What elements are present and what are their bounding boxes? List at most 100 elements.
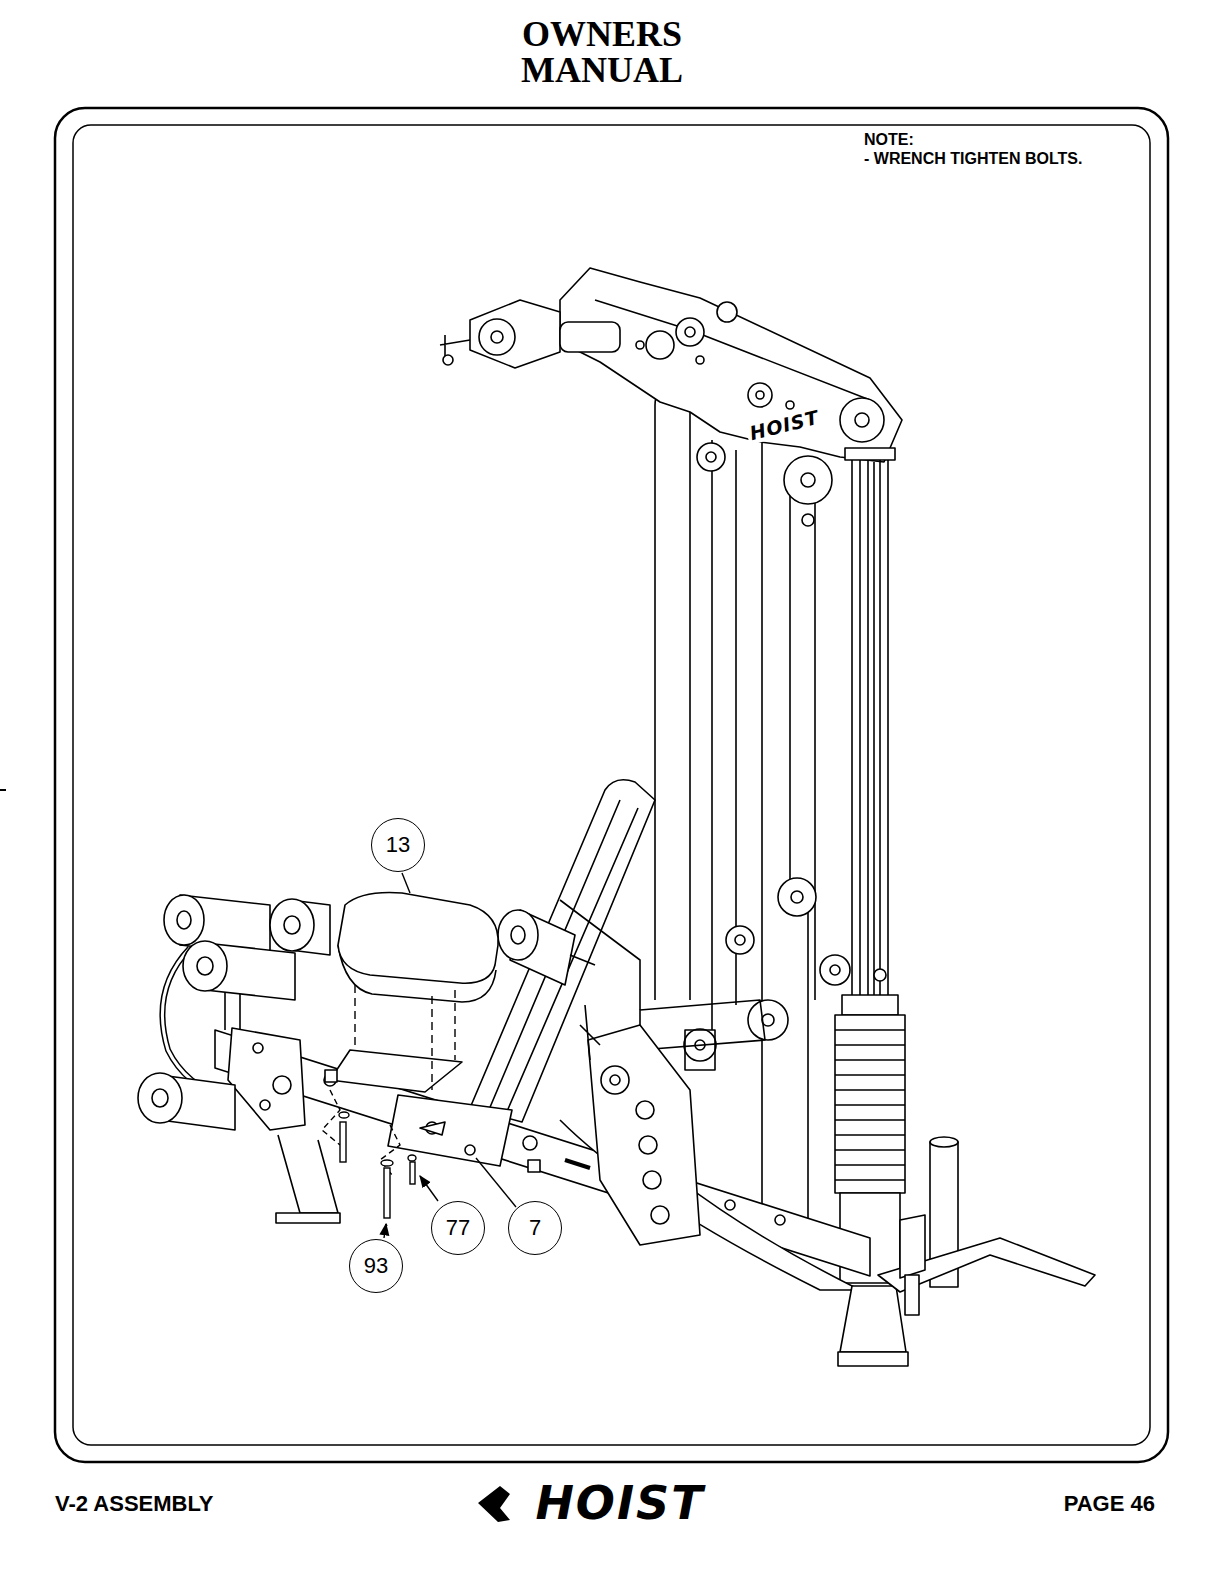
leader-line-part xyxy=(420,1176,438,1201)
brand-logo: HOIST xyxy=(529,1476,710,1530)
machine-drawing-part xyxy=(197,957,213,975)
hardware-exploded-part xyxy=(339,1112,349,1118)
machine-drawing-part xyxy=(748,1000,788,1040)
machine-drawing-part xyxy=(726,926,754,954)
machine-drawing-part xyxy=(842,995,898,1015)
machine-drawing-part xyxy=(874,969,886,981)
machine-drawing-part xyxy=(900,1215,925,1278)
machine-drawing-part xyxy=(685,327,695,337)
machine-drawing-part xyxy=(338,893,498,984)
leader-line-part xyxy=(386,1224,387,1226)
machine-drawing-part xyxy=(646,331,674,359)
machine-drawing-part xyxy=(595,300,870,400)
machine-drawing-part xyxy=(639,1136,657,1154)
note-text: - WRENCH TIGHTEN BOLTS. xyxy=(864,150,1082,168)
page-frame xyxy=(0,108,1168,1462)
machine-drawing-part xyxy=(786,401,794,409)
hardware-exploded xyxy=(322,985,455,1218)
callout-circle: 77 xyxy=(431,1201,485,1255)
machine-drawing-part xyxy=(443,355,453,365)
hardware-exploded-part xyxy=(408,1155,416,1161)
machine-drawing-part xyxy=(801,473,815,487)
logo-mark xyxy=(478,1486,510,1522)
callout-circle: 7 xyxy=(508,1201,562,1255)
machine-drawing-part xyxy=(717,302,737,322)
machine-drawing-part xyxy=(560,322,620,352)
machine-drawing-part xyxy=(651,1206,669,1224)
machine-drawing-part xyxy=(784,456,832,504)
machine-drawing-part xyxy=(560,900,640,1010)
hardware-exploded-part xyxy=(322,1090,340,1145)
machine-drawing-part xyxy=(570,955,595,965)
machine-drawing-part xyxy=(791,891,803,903)
machine-drawing-part xyxy=(330,1050,462,1092)
machine-drawing-part xyxy=(840,398,884,442)
machine-drawing-part xyxy=(735,935,745,945)
machine-drawing-part xyxy=(491,331,503,343)
machine-drawing-part xyxy=(778,878,816,916)
machine-drawing-part xyxy=(488,800,638,1116)
machine-drawing-part xyxy=(835,1030,905,1180)
machine-drawing-part xyxy=(270,899,314,951)
hardware-exploded-part xyxy=(381,1160,393,1166)
callout-number: 77 xyxy=(446,1217,470,1239)
page-frame-part xyxy=(55,108,1168,1462)
machine-drawing-part xyxy=(840,1286,906,1352)
machine-drawing-part xyxy=(183,941,227,991)
machine-drawing-part xyxy=(470,300,560,368)
machine-drawing-part xyxy=(655,388,690,1000)
hardware-exploded-part xyxy=(410,1162,415,1184)
machine-drawing-part xyxy=(725,1200,735,1210)
machine-drawing-part xyxy=(276,1213,340,1223)
machine-drawing-part xyxy=(852,455,888,1010)
machine-drawing-part xyxy=(228,1028,305,1130)
machine-drawing-part xyxy=(838,1352,908,1366)
machine-drawing-part xyxy=(177,911,191,929)
page-frame-part xyxy=(73,125,1150,1445)
machine-drawing-part xyxy=(388,1095,512,1166)
machine-drawing-part xyxy=(775,1215,785,1225)
machine-drawing-part xyxy=(748,383,772,407)
machine-drawing-part xyxy=(685,1030,715,1070)
machine-drawing-part xyxy=(523,1136,537,1150)
leader-line-part xyxy=(384,1224,386,1238)
machine-drawing-part xyxy=(930,1137,958,1147)
logo-mark-part xyxy=(478,1486,510,1522)
machine-drawing-part xyxy=(756,391,764,399)
machine-drawing-part xyxy=(325,1070,337,1082)
machine-drawing-part xyxy=(164,895,204,945)
page-frame-part xyxy=(0,789,6,791)
callout-number: 93 xyxy=(364,1255,388,1277)
leader-line-part xyxy=(476,1158,516,1207)
machine-drawing-part xyxy=(565,1160,590,1168)
machine-drawing-part xyxy=(580,1005,600,1060)
callout-circle: 13 xyxy=(371,818,425,872)
machine-drawing-part xyxy=(706,452,716,462)
machine-drawing-part xyxy=(253,1043,263,1053)
leader-line xyxy=(384,873,516,1238)
callout-number: 13 xyxy=(386,834,410,856)
machine-drawing-part xyxy=(820,955,850,985)
machine-drawing-part xyxy=(138,1073,182,1123)
page-number: PAGE 46 xyxy=(1064,1491,1155,1517)
machine-drawing-part xyxy=(905,1275,919,1315)
machine-drawing-part xyxy=(465,1145,475,1155)
machine-drawing-part xyxy=(835,1015,905,1193)
machine-drawing-part xyxy=(560,268,902,462)
note-heading: NOTE: xyxy=(864,131,914,149)
machine-drawing-part xyxy=(643,1171,661,1189)
machine-drawing-part xyxy=(152,1089,168,1107)
machine-drawing-part xyxy=(802,514,814,526)
machine-drawing-part xyxy=(528,1160,540,1172)
hardware-exploded-part xyxy=(384,1168,390,1218)
machine-drawing-part xyxy=(420,1122,445,1135)
machine-drawing-part xyxy=(479,319,515,355)
hardware-exploded-part xyxy=(340,1122,346,1162)
machine-drawing-part xyxy=(588,1025,700,1245)
machine-drawing-part xyxy=(601,1066,629,1094)
callout-circle: 93 xyxy=(349,1239,403,1293)
leader-line-part xyxy=(402,873,410,893)
